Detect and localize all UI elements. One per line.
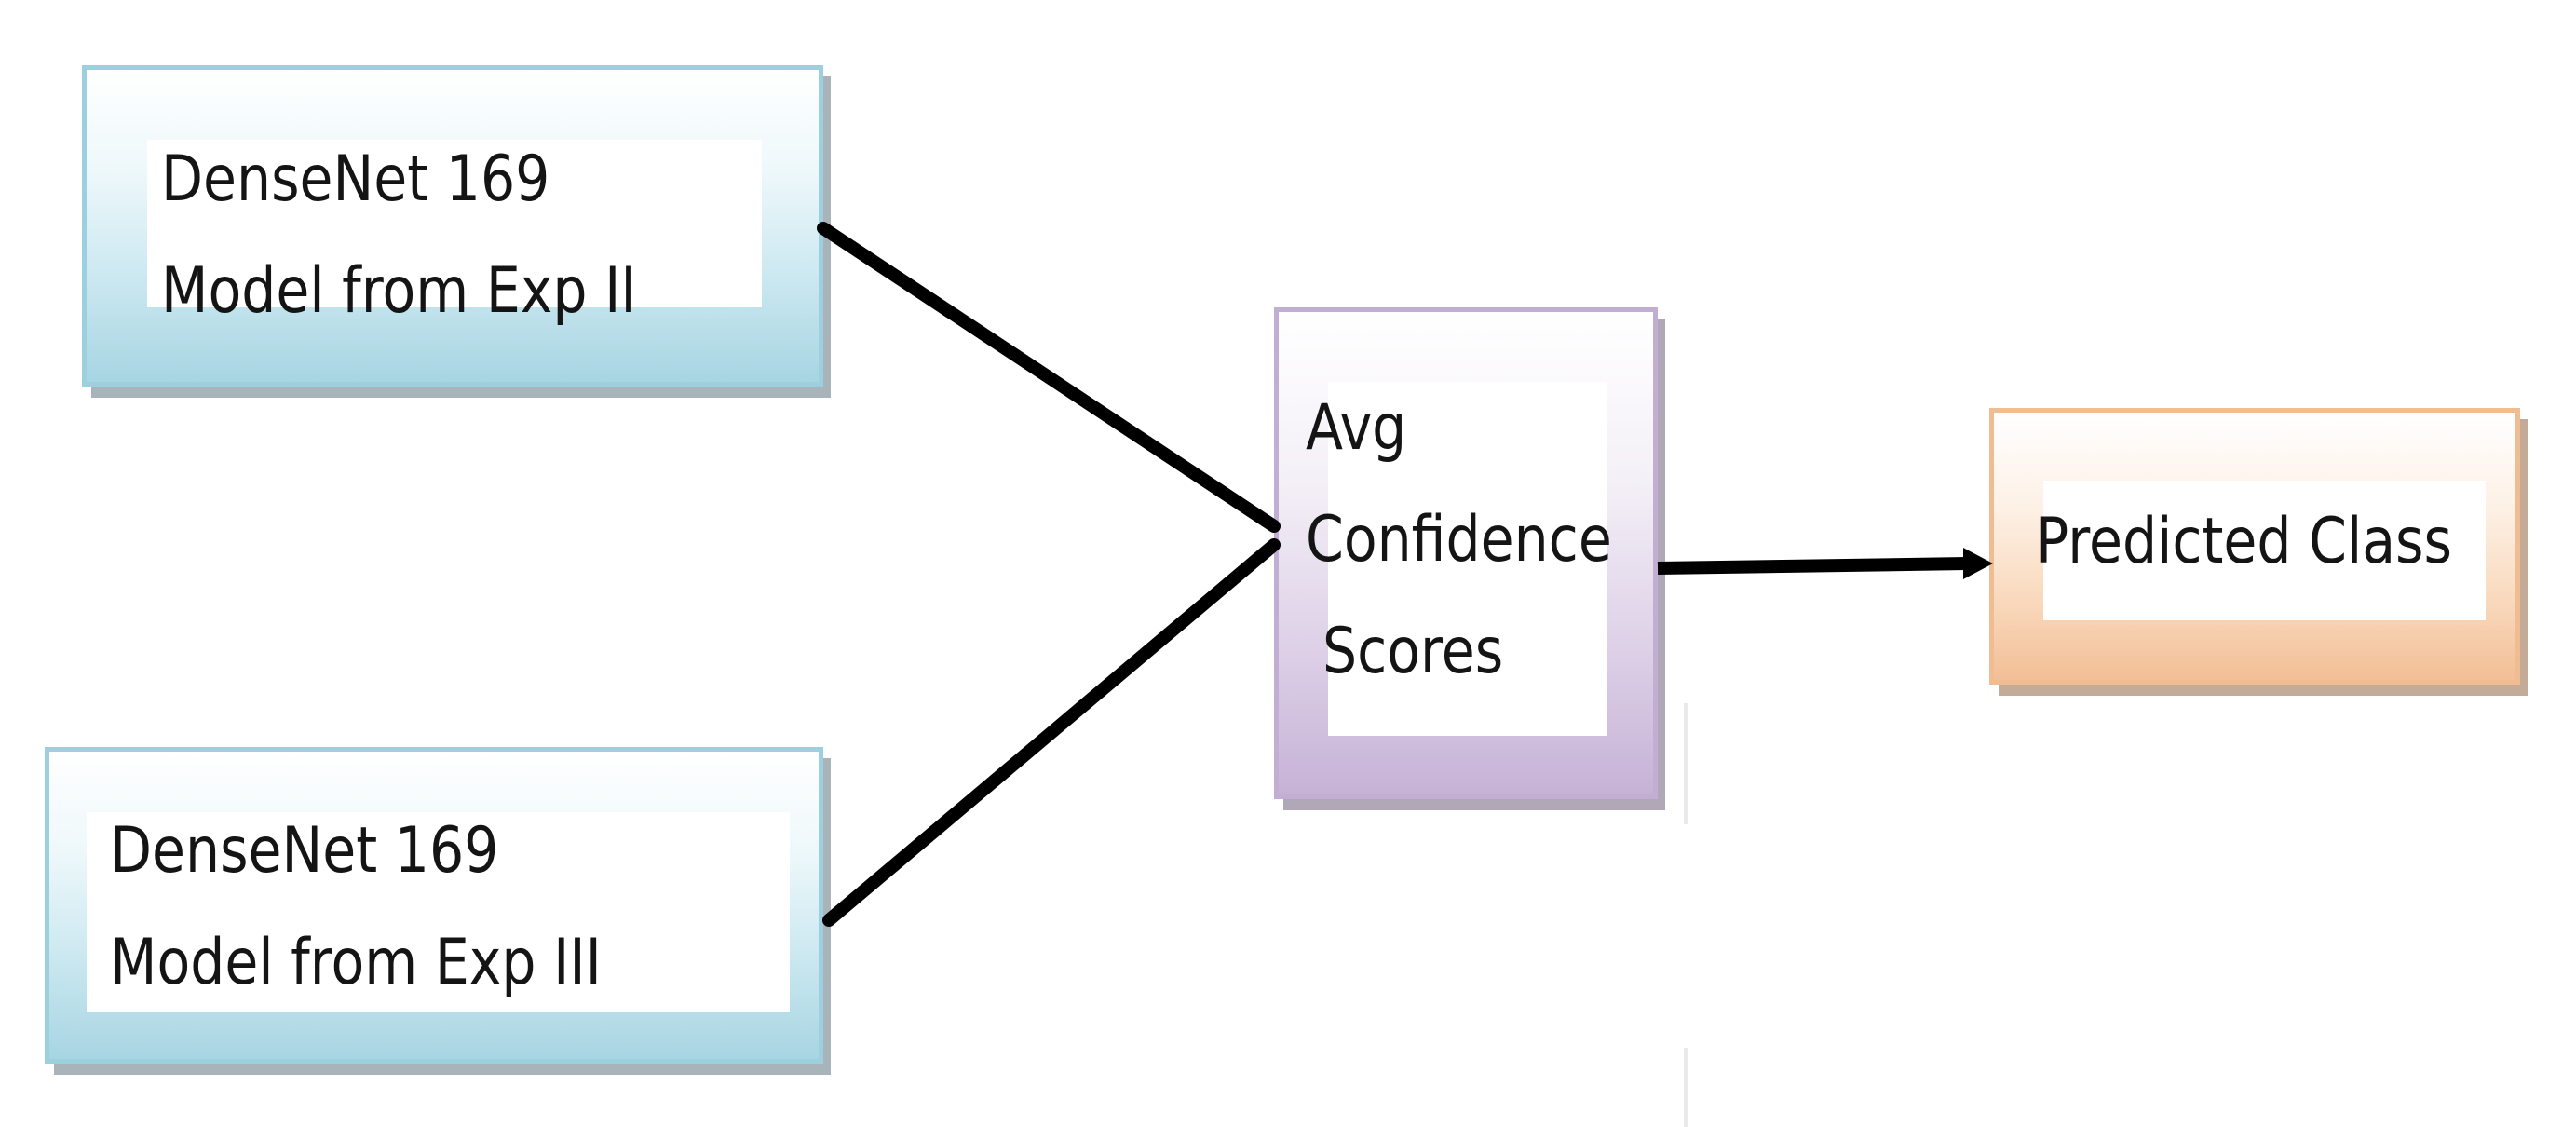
edge-exp-ii-to-avg: [817, 222, 1281, 533]
node-label-text: Model from Exp: [161, 254, 588, 328]
node-densenet-exp-iii: DenseNet 169 Model from Exp III: [45, 747, 831, 1075]
node-densenet-exp-ii: DenseNet 169 Model from Exp II: [82, 65, 831, 398]
node-label-line-2: Confidence: [1306, 503, 1612, 577]
node-label-suffix: III: [553, 926, 602, 999]
node-label-suffix: II: [604, 254, 637, 328]
node-label-line-2: Model from Exp II: [161, 236, 637, 347]
node-predicted-class: Predicted Class: [1989, 408, 2528, 696]
node-label-line-3: Scores: [1322, 615, 1504, 688]
edge-avg-to-predicted: [1657, 557, 1968, 575]
node-avg-confidence-scores: Avg Confidence Scores: [1274, 307, 1665, 810]
divider-line: [1684, 1048, 1688, 1127]
arrowhead-icon: [1963, 548, 1993, 579]
node-label-panel: [1328, 382, 1607, 736]
node-label-text: Model from Exp: [110, 926, 536, 999]
node-label-panel: [87, 812, 790, 1012]
divider-line: [1684, 703, 1688, 824]
node-label-panel: [147, 140, 762, 307]
edge-exp-iii-to-avg: [822, 538, 1281, 927]
node-label-line-1: Avg: [1306, 391, 1407, 465]
node-label-line-1: DenseNet 169: [161, 143, 550, 216]
node-label-line-2: Model from Exp III: [110, 907, 602, 1019]
node-label-line-1: DenseNet 169: [110, 814, 499, 888]
node-label: Predicted Class: [2036, 505, 2452, 578]
node-label-panel: [2043, 481, 2486, 620]
